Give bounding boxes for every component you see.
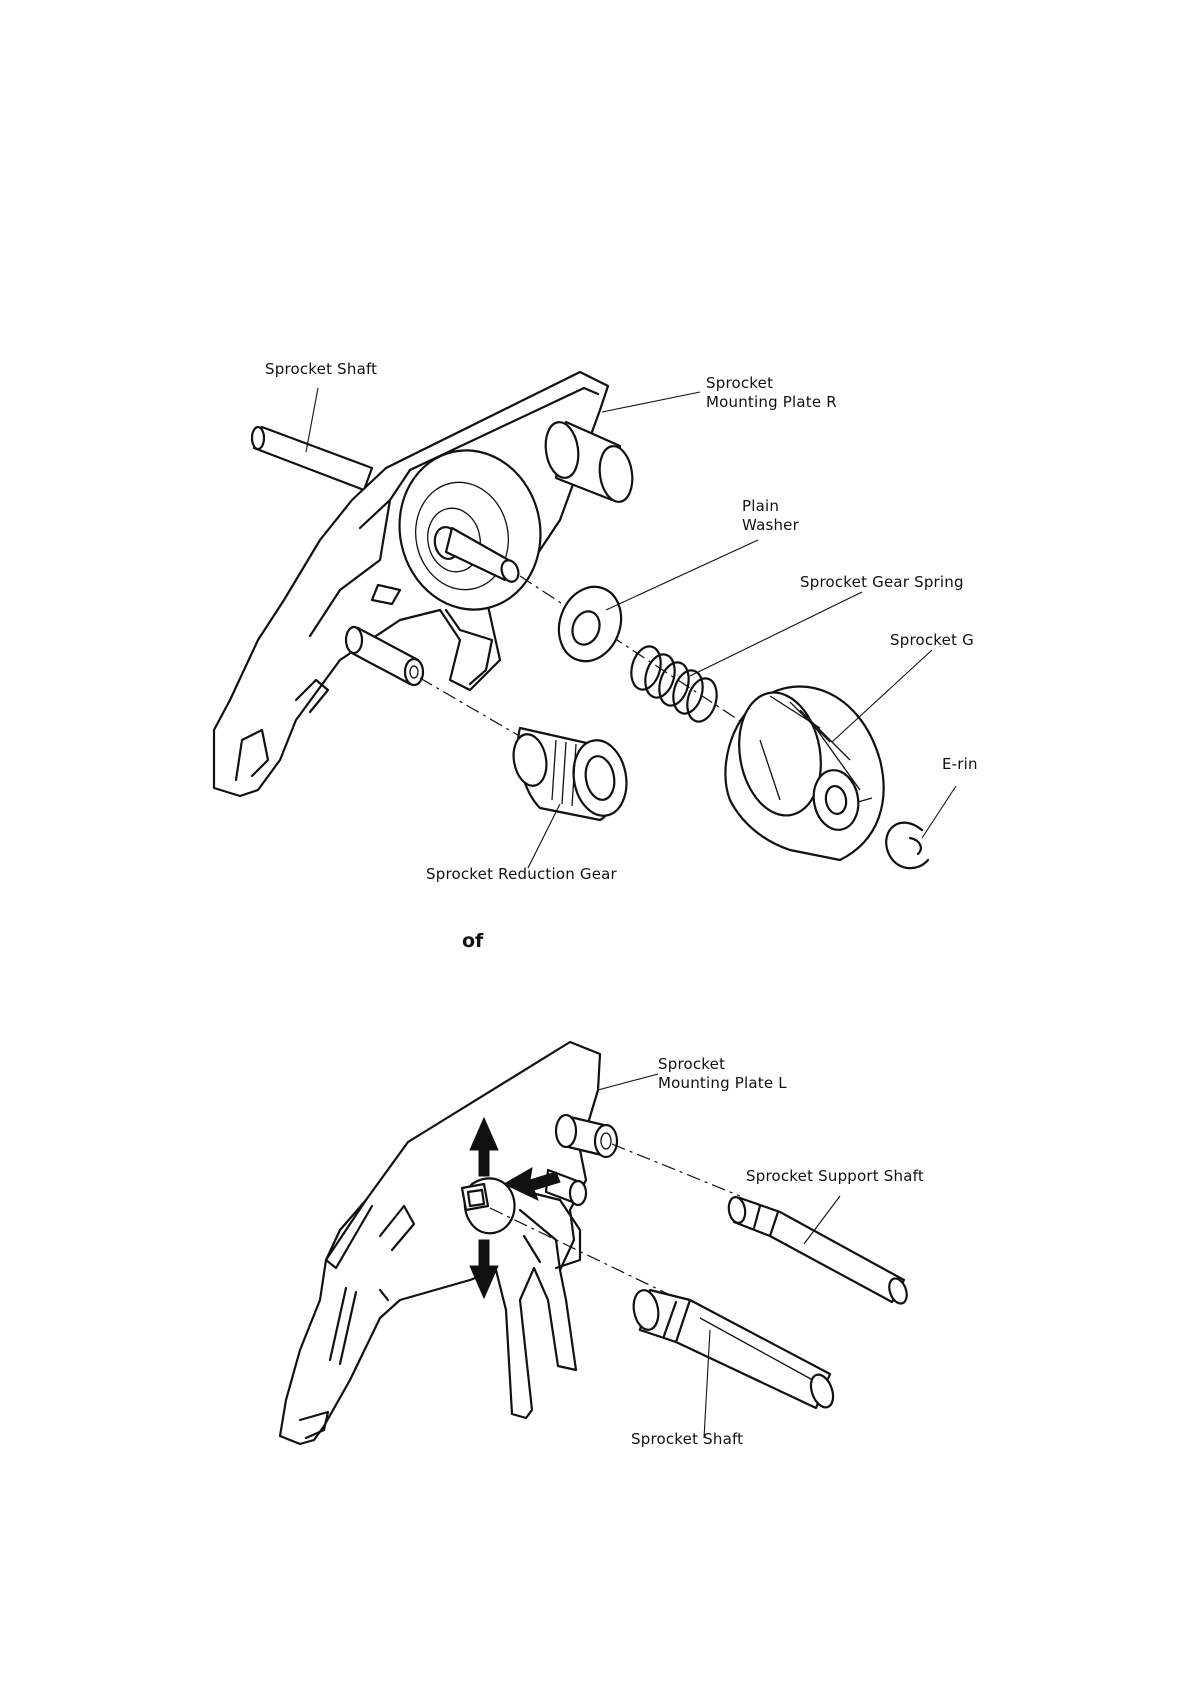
label-mounting-plate-r-line1: Sprocket <box>706 374 773 392</box>
label-e-ring: E-rin <box>942 755 978 773</box>
separator-text: of <box>462 930 484 952</box>
label-sprocket-reduction-gear: Sprocket Reduction Gear <box>426 865 618 883</box>
top-sprocket-shaft <box>252 427 372 490</box>
leader-reduction-gear <box>528 804 560 868</box>
sprocket-support-shaft <box>727 1196 910 1306</box>
label-plain-washer-line1: Plain <box>742 497 779 515</box>
label-sprocket-shaft-top: Sprocket Shaft <box>265 360 377 378</box>
sprocket-reduction-gear <box>510 728 632 820</box>
sprocket-g <box>725 686 883 860</box>
label-mounting-plate-l-line2: Mounting Plate L <box>658 1074 787 1092</box>
plain-washer <box>549 578 631 670</box>
leader-mounting-plate-r <box>602 392 700 412</box>
leader-plain-washer <box>606 540 758 610</box>
label-mounting-plate-r-line2: Mounting Plate R <box>706 393 837 411</box>
leader-gear-spring <box>690 592 862 676</box>
label-sprocket-gear-spring: Sprocket Gear Spring <box>800 573 964 591</box>
label-sprocket-shaft-bottom: Sprocket Shaft <box>631 1430 743 1448</box>
mounting-plate-l <box>280 1042 617 1444</box>
bottom-center-line-upper <box>612 1144 740 1196</box>
bottom-sprocket-shaft <box>631 1288 838 1410</box>
bottom-assembly-drawing <box>280 1042 910 1444</box>
leader-e-ring <box>922 786 956 838</box>
label-mounting-plate-l-line1: Sprocket <box>658 1055 725 1073</box>
label-sprocket-support-shaft: Sprocket Support Shaft <box>746 1167 924 1185</box>
top-assembly-drawing <box>214 372 956 868</box>
leader-sprocket-shaft-top <box>306 388 318 452</box>
leader-mounting-plate-l <box>598 1074 658 1090</box>
label-sprocket-g: Sprocket G <box>890 631 974 649</box>
leader-sprocket-g <box>832 650 932 742</box>
label-plain-washer-line2: Washer <box>742 516 800 534</box>
e-ring <box>886 823 928 869</box>
